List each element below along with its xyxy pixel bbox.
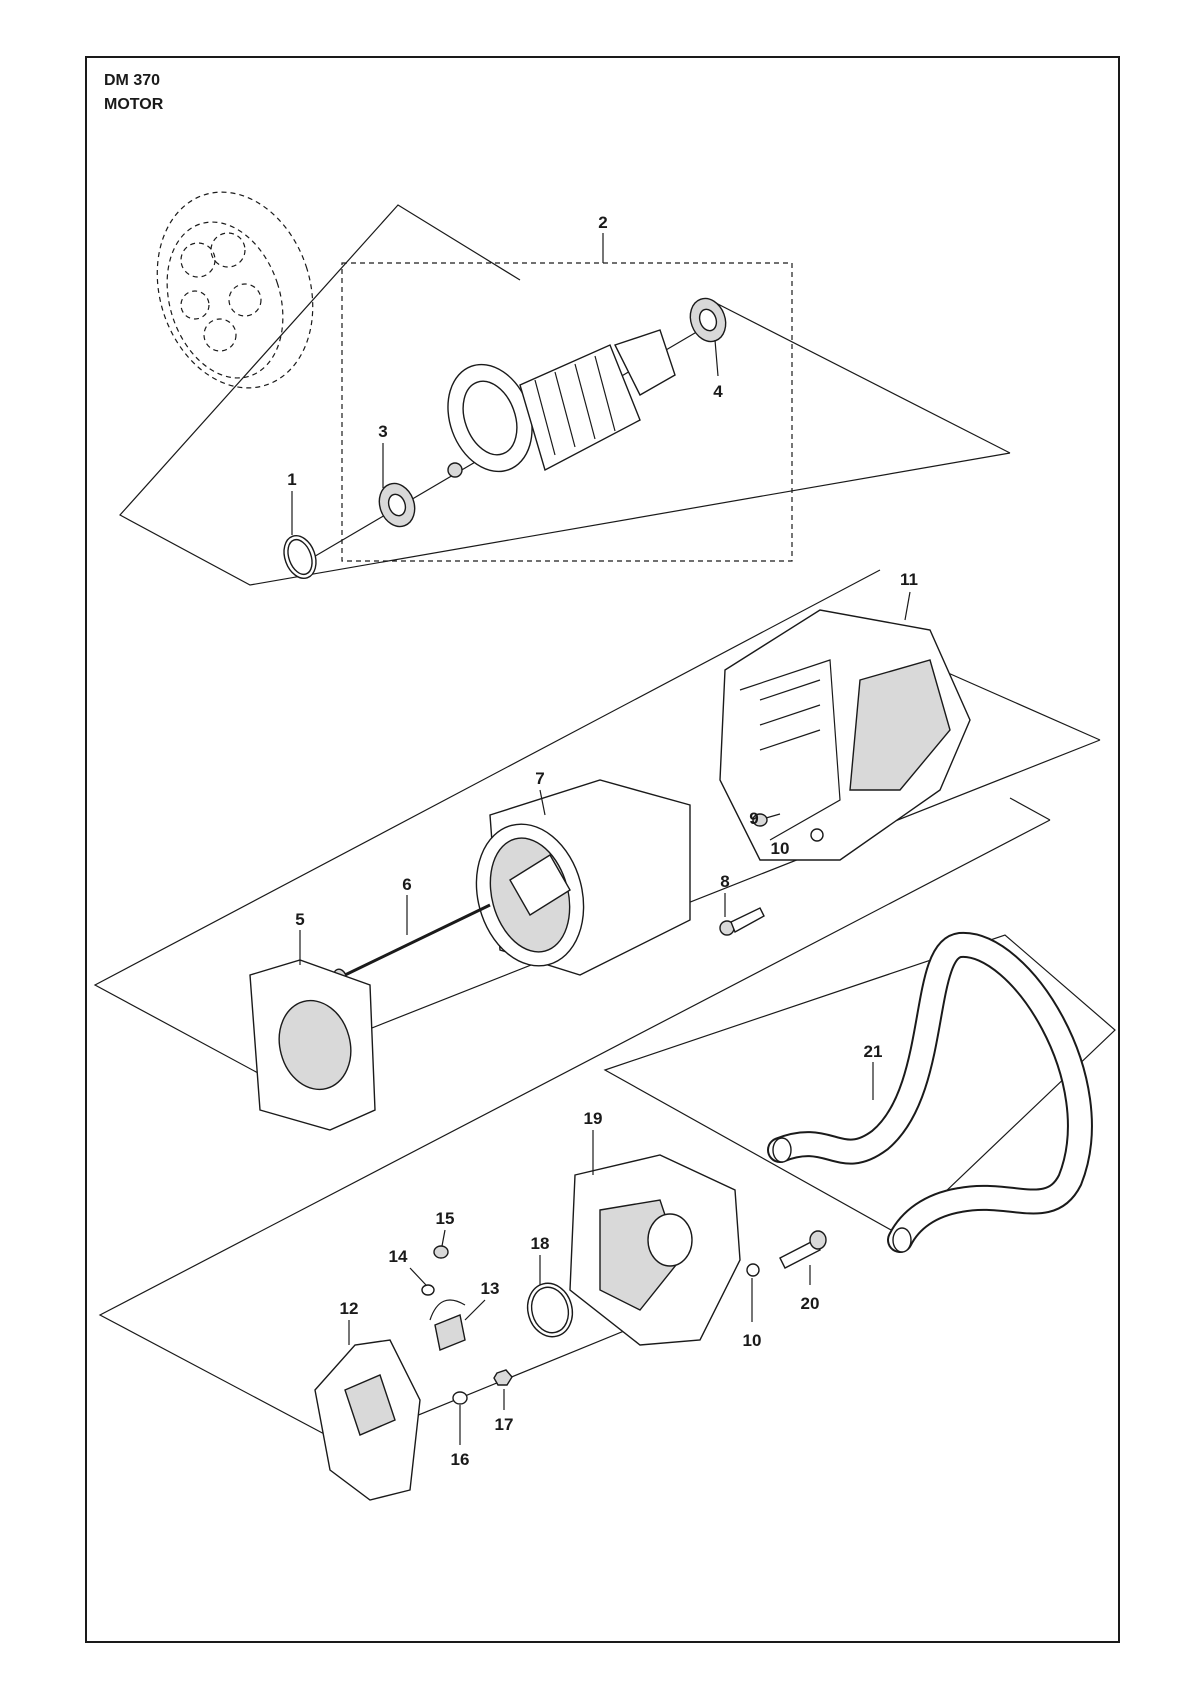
callout-17: 17	[495, 1415, 514, 1434]
screw-8	[719, 907, 765, 936]
callout-11: 11	[900, 570, 918, 589]
screw-15	[433, 1245, 449, 1259]
washer-10a	[810, 828, 824, 842]
callout-16: 16	[451, 1450, 470, 1469]
brush-plate-12	[314, 1339, 421, 1501]
hose-group	[603, 931, 1116, 1253]
motor-housing-11	[719, 609, 971, 861]
section-title: MOTOR	[104, 96, 164, 113]
washer-10b	[746, 1263, 760, 1277]
nut-17	[493, 1369, 513, 1386]
stator-7	[475, 779, 691, 976]
end-cap-group	[98, 797, 1051, 1501]
armature-kit-box	[341, 262, 793, 562]
model-title: DM 370	[104, 72, 161, 89]
assembly-plane-outline	[119, 204, 1011, 586]
end-plate-5	[249, 959, 376, 1131]
callout-4: 4	[713, 382, 723, 401]
screw-9	[752, 813, 781, 827]
armature	[299, 329, 701, 566]
through-bolt-6	[333, 903, 491, 986]
callout-3: 3	[378, 422, 387, 441]
callout-20: 20	[801, 1294, 820, 1313]
callout-10a: 10	[771, 839, 790, 858]
o-ring-1	[283, 534, 317, 580]
callout-12: 12	[340, 1299, 359, 1318]
endcap-plane-outline	[98, 819, 1051, 1446]
callout-13: 13	[481, 1279, 500, 1298]
end-cap-19	[569, 1154, 741, 1346]
housing-plane-outline	[93, 569, 881, 1074]
page-frame	[85, 56, 1120, 1643]
gear-housing-ghost	[156, 191, 314, 389]
callout-5: 5	[295, 910, 304, 929]
callout-7: 7	[535, 769, 544, 788]
callout-19: 19	[584, 1109, 603, 1128]
callout-2: 2	[598, 213, 607, 232]
callout-21: 21	[864, 1042, 883, 1061]
hose-21	[767, 931, 1093, 1253]
callout-1: 1	[287, 470, 296, 489]
callout-8: 8	[720, 872, 729, 891]
carbon-brush-13	[429, 1299, 466, 1351]
bearing-4	[689, 297, 727, 343]
callout-10b: 10	[743, 1331, 762, 1350]
callout-9: 9	[749, 809, 758, 828]
washer-16	[452, 1391, 468, 1405]
screw-20	[779, 1230, 827, 1269]
callout-15: 15	[436, 1209, 455, 1228]
hose-plane-outline	[603, 934, 1116, 1236]
callout-14: 14	[389, 1247, 408, 1266]
callout-18: 18	[531, 1234, 550, 1253]
armature-assembly-group	[119, 191, 1011, 586]
o-ring-18	[526, 1282, 574, 1338]
washer-14	[421, 1284, 435, 1296]
motor-housing-group	[93, 569, 1101, 1131]
callout-6: 6	[402, 875, 411, 894]
bearing-3	[378, 482, 416, 528]
